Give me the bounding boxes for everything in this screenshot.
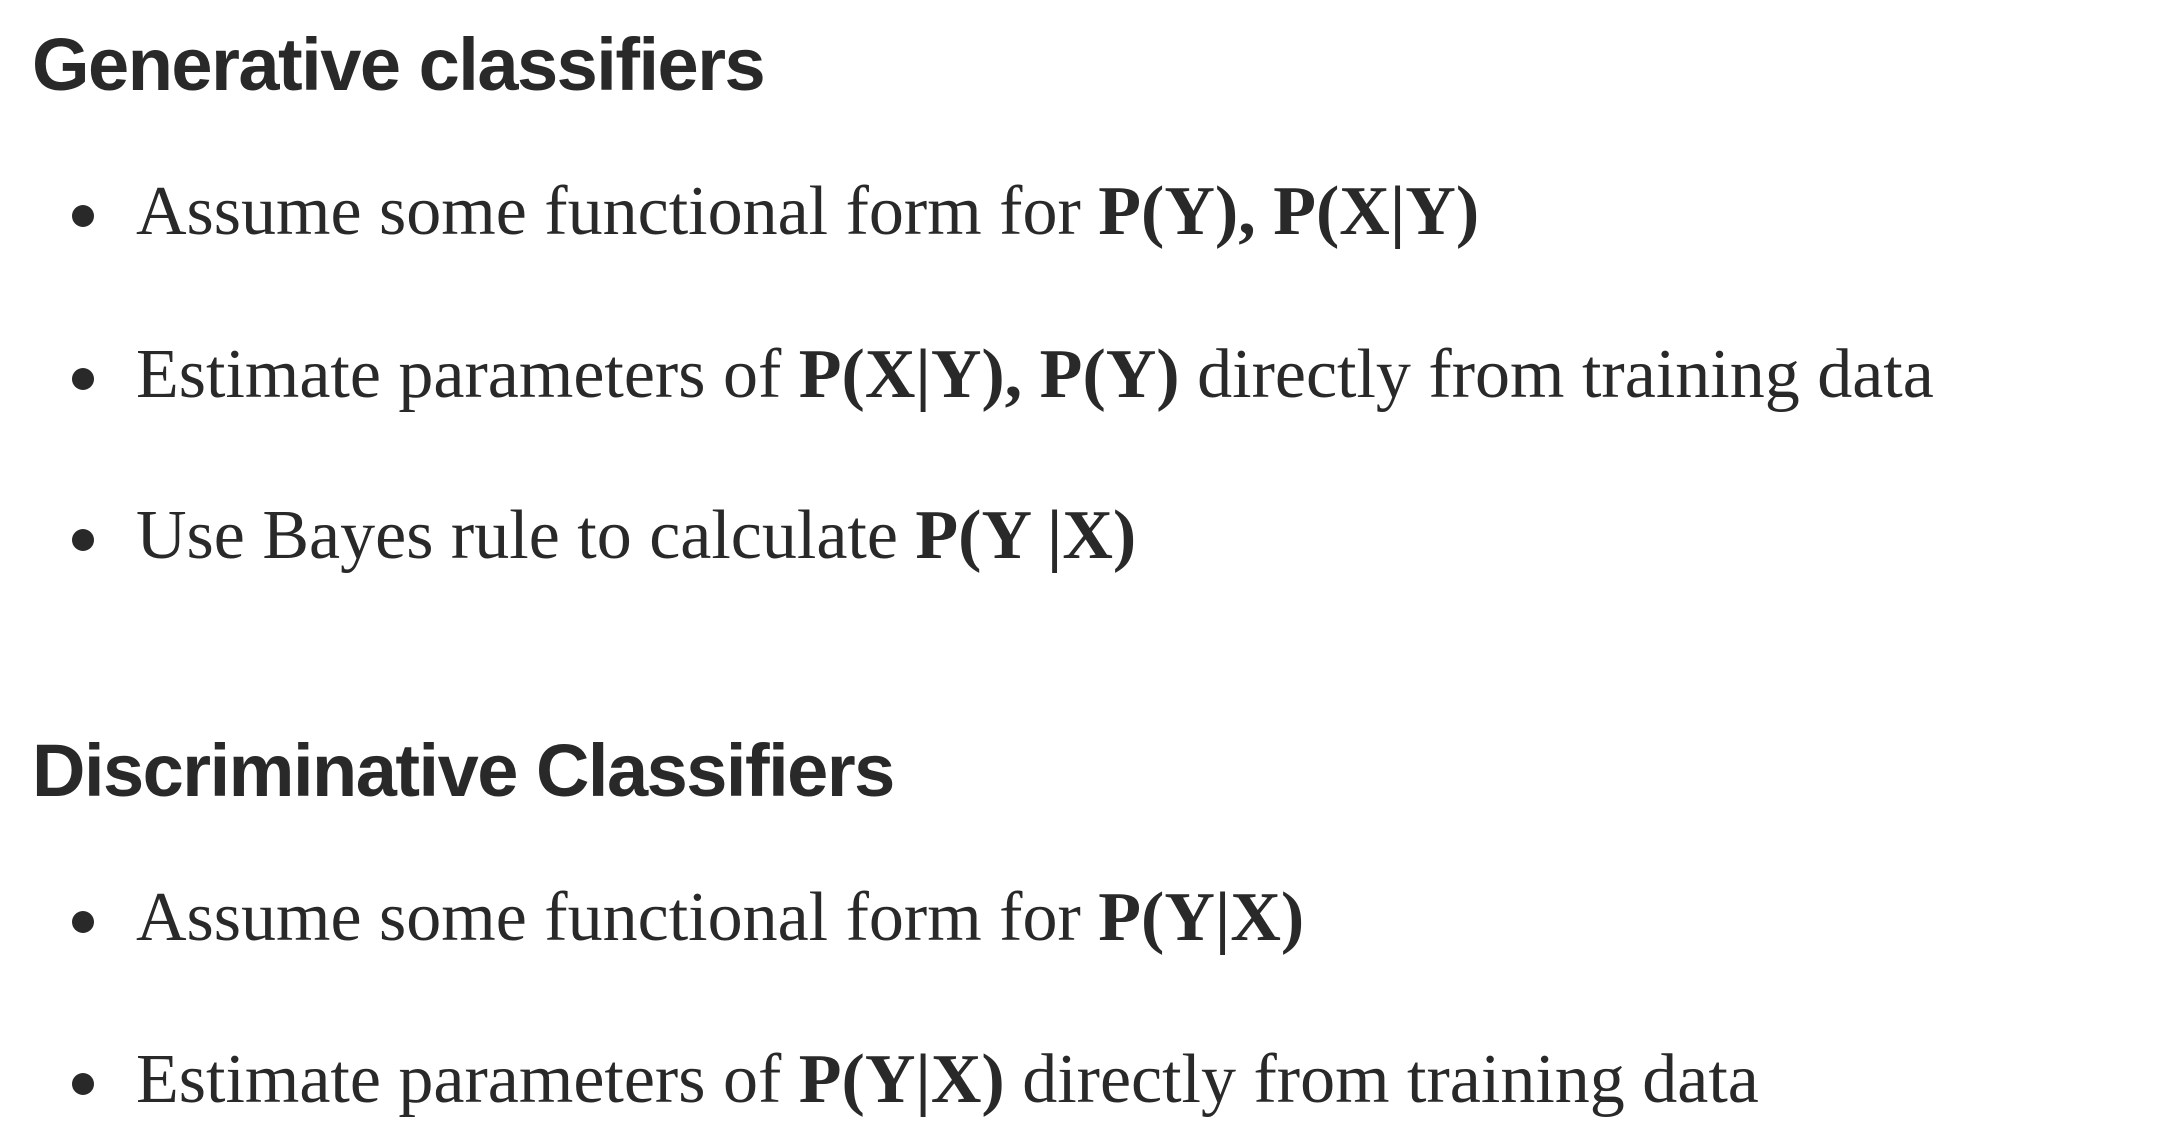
bullet-dot-icon [72,529,94,551]
bullet-dot-icon [72,368,94,390]
bullet-text: Assume some functional form for P(Y|X) [136,878,1304,958]
bullet-math-expression: P(Y|X) [798,1041,1005,1118]
bullet-plain-text: Assume some functional form for [136,879,1099,956]
bullet-math-expression: P(Y), P(X|Y) [1098,173,1480,250]
bullet-dot-icon [72,911,94,933]
bullet-plain-text: Use Bayes rule to calculate [136,497,916,574]
bullet-trailing-text: directly from training data [1004,1041,1759,1118]
bullet-dot-icon [72,1073,94,1095]
bullet-text: Assume some functional form for P(Y), P(… [136,172,1479,252]
bullet-math-expression: P(Y|X) [1098,879,1305,956]
bullet-math-expression: P(X|Y), P(Y) [798,336,1180,413]
bullet-plain-text: Estimate parameters of [136,1041,799,1118]
bullet-plain-text: Assume some functional form for [136,173,1099,250]
bullet-plain-text: Estimate parameters of [136,336,799,413]
bullet-text: Use Bayes rule to calculate P(Y |X) [136,496,1136,576]
section-title-generative-classifiers: Generative classifiers [32,23,766,106]
bullet-text: Estimate parameters of P(Y|X) directly f… [136,1040,1759,1120]
bullet-math-expression: P(Y |X) [915,497,1137,574]
section-title-discriminative-classifiers: Discriminative Classifiers [32,729,895,812]
bullet-text: Estimate parameters of P(X|Y), P(Y) dire… [136,335,1934,415]
bullet-trailing-text: directly from training data [1179,336,1934,413]
bullet-dot-icon [72,205,94,227]
